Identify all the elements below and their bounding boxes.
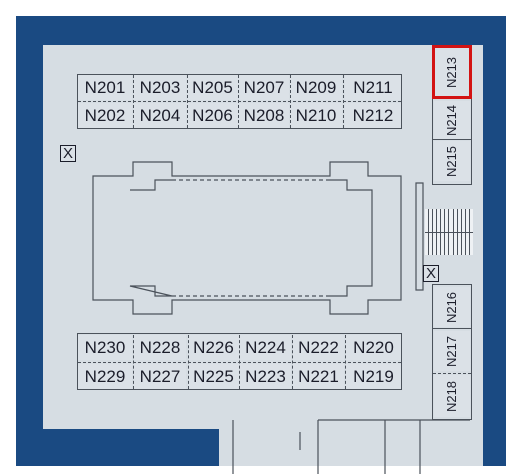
- stairwell-landing-line: [425, 232, 473, 233]
- room-n214[interactable]: N214: [434, 101, 470, 139]
- room-n218[interactable]: N218: [434, 375, 470, 417]
- side-rooms-lower-frame: [432, 284, 472, 420]
- room-n208[interactable]: N208: [239, 103, 289, 128]
- room-n229[interactable]: N229: [78, 364, 132, 389]
- room-n205[interactable]: N205: [187, 75, 238, 100]
- side-room-divider: [433, 139, 471, 140]
- room-n204[interactable]: N204: [134, 103, 186, 128]
- room-n216-label: N216: [444, 291, 460, 323]
- room-n202[interactable]: N202: [78, 103, 132, 128]
- exit-marker-icon: X: [423, 265, 439, 282]
- map-border-notch: [16, 429, 219, 466]
- bottom-room-divider: [239, 335, 240, 389]
- exit-marker-icon: X: [60, 145, 76, 162]
- room-n227[interactable]: N227: [134, 364, 186, 389]
- top-room-divider: [290, 75, 291, 128]
- room-n224[interactable]: N224: [240, 335, 291, 360]
- room-n223[interactable]: N223: [240, 364, 291, 389]
- top-room-divider: [238, 75, 239, 128]
- top-rooms-block: [77, 74, 402, 129]
- room-n211[interactable]: N211: [345, 75, 401, 100]
- room-n213-selected[interactable]: N213: [432, 45, 472, 99]
- room-n217[interactable]: N217: [434, 331, 470, 371]
- room-n219[interactable]: N219: [346, 364, 401, 389]
- top-room-divider: [133, 75, 134, 128]
- room-n222[interactable]: N222: [293, 335, 344, 360]
- side-room-divider: [433, 328, 471, 329]
- room-n203[interactable]: N203: [134, 75, 186, 100]
- bottom-room-divider: [188, 335, 189, 389]
- room-n213-label: N213: [444, 56, 460, 88]
- room-n209[interactable]: N209: [290, 75, 342, 100]
- room-n225[interactable]: N225: [188, 364, 239, 389]
- room-n215-label: N215: [444, 145, 460, 177]
- top-room-divider: [187, 75, 188, 128]
- room-n226[interactable]: N226: [188, 335, 239, 360]
- room-n212[interactable]: N212: [345, 103, 401, 128]
- bottom-room-divider: [292, 335, 293, 389]
- top-row-divider: [78, 101, 401, 102]
- room-n201[interactable]: N201: [78, 75, 132, 100]
- room-n217-label: N217: [444, 335, 460, 367]
- room-n207[interactable]: N207: [239, 75, 289, 100]
- top-room-divider: [343, 75, 344, 128]
- bottom-rooms-block: [77, 333, 402, 390]
- room-n230[interactable]: N230: [78, 335, 132, 360]
- room-n206[interactable]: N206: [187, 103, 238, 128]
- room-n214-label: N214: [444, 104, 460, 136]
- bottom-room-divider: [345, 335, 346, 389]
- room-n228[interactable]: N228: [134, 335, 186, 360]
- room-n215[interactable]: N215: [434, 141, 470, 181]
- bottom-room-divider: [133, 335, 134, 389]
- room-n220[interactable]: N220: [346, 335, 401, 360]
- room-n210[interactable]: N210: [290, 103, 342, 128]
- side-room-divider: [433, 373, 471, 374]
- room-n218-label: N218: [444, 380, 460, 412]
- room-n216[interactable]: N216: [434, 287, 470, 327]
- room-n221[interactable]: N221: [293, 364, 344, 389]
